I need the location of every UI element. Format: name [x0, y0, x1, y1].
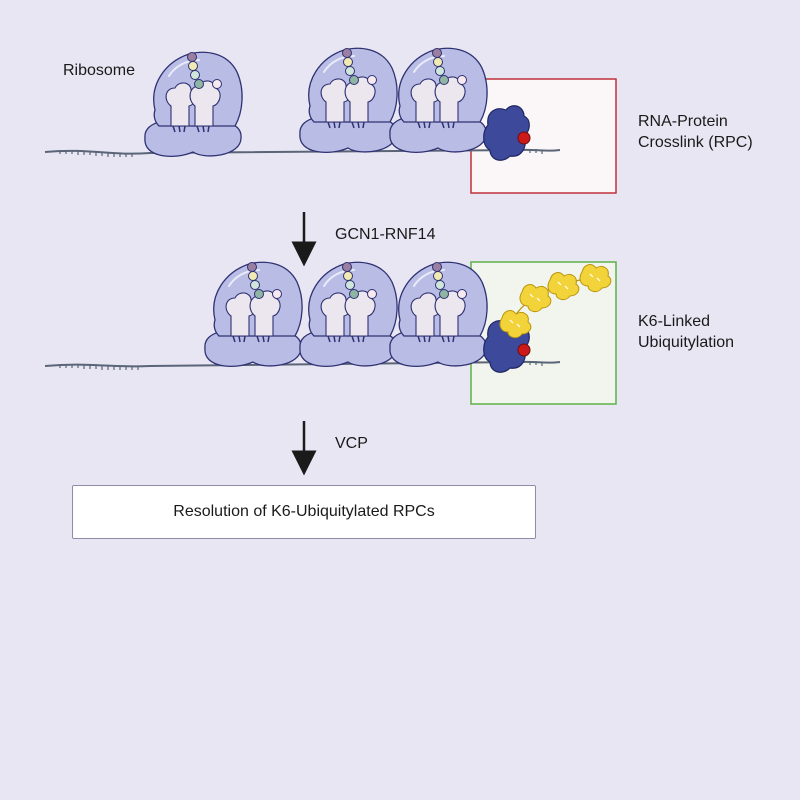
gcn1-rnf14-label: GCN1-RNF14 — [335, 226, 436, 243]
mrna-strand-middle-ticks — [59, 361, 543, 370]
mrna-strand-top — [44, 148, 561, 155]
rpc-label-line1: RNA-Protein — [638, 113, 728, 130]
ribosome-icon — [298, 261, 399, 368]
rpc-label-line2: Crosslink (RPC) — [638, 134, 753, 151]
mrna-strand-middle — [44, 360, 561, 368]
resolution-label: Resolution of K6-Ubiquitylated RPCs — [173, 503, 435, 520]
k6-label-line2: Ubiquitylation — [638, 334, 734, 351]
k6-label-line1: K6-Linked — [638, 313, 710, 330]
ribosome-label: Ribosome — [63, 62, 135, 79]
ribosome-icon — [388, 47, 489, 154]
resolution-box: Resolution of K6-Ubiquitylated RPCs — [72, 485, 536, 539]
vcp-label: VCP — [335, 435, 368, 452]
ribosome-icon — [203, 261, 304, 368]
mrna-strand-top-ticks — [59, 149, 543, 157]
ribosome-icon — [143, 51, 244, 158]
ubiquitin-chain-icon — [499, 263, 612, 339]
ribosome-icon — [388, 261, 489, 368]
ribosome-icon — [298, 47, 399, 154]
